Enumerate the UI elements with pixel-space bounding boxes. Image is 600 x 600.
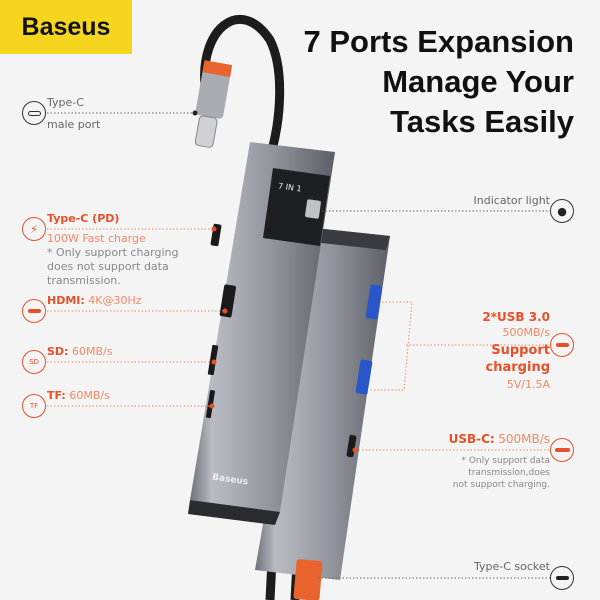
socket-label: Type-C socket [474, 560, 550, 573]
indicator-label: Indicator light [473, 194, 550, 207]
usb-c-icon [550, 438, 574, 462]
typec-male-sublabel: male port [47, 118, 101, 131]
usb-c-socket-glyph [555, 576, 569, 580]
tf-label: TF: 60MB/s [47, 389, 110, 402]
hub-screen [263, 168, 330, 246]
usb-a-port [365, 284, 383, 320]
usbc-label: USB-C: 500MB/s [448, 432, 550, 446]
sd-label: SD: 60MB/s [47, 345, 113, 358]
type-c-male-connector [194, 60, 233, 148]
typec-pd-title: Type-C (PD) [47, 212, 120, 225]
typec-male-label: Type-C [47, 96, 84, 109]
hub-back-body [255, 228, 390, 580]
usb-a-glyph [555, 343, 569, 347]
baseus-logo: Baseus [0, 0, 132, 54]
leader-line-dots [192, 110, 358, 453]
usb-c-port-icon [22, 101, 46, 125]
usb-c-socket-icon [550, 566, 574, 590]
usbc-note: * Only support data transmission,does no… [452, 456, 550, 490]
indicator-light [305, 199, 321, 219]
typec-pd-spec: 100W Fast charge [47, 232, 146, 245]
usb-a-port [355, 359, 373, 395]
leader-lines [47, 112, 550, 579]
headline: 7 Ports Expansion Manage Your Tasks Easi… [303, 24, 574, 139]
tf-card-icon: TF [22, 394, 46, 418]
hdmi-glyph [27, 309, 41, 313]
sd-card-icon: SD [22, 350, 46, 374]
lightning-icon: ⚡ [22, 217, 46, 241]
typec-pd-note: * Only support charging does not support… [47, 246, 179, 287]
type-c-socket-connector [293, 559, 323, 600]
usb3-label: 2*USB 3.0 500MB/s Support charging 5V/1.… [482, 310, 550, 391]
hdmi-label: HDMI: 4K@30Hz [47, 294, 142, 307]
type-c-pd-port [210, 223, 222, 247]
usb-a-icon [550, 333, 574, 357]
hdmi-icon [22, 299, 46, 323]
usb-c-port-glyph [27, 110, 41, 116]
bulb-icon: ● [550, 199, 574, 223]
usb-c-glyph [554, 448, 570, 452]
cable [200, 14, 285, 152]
